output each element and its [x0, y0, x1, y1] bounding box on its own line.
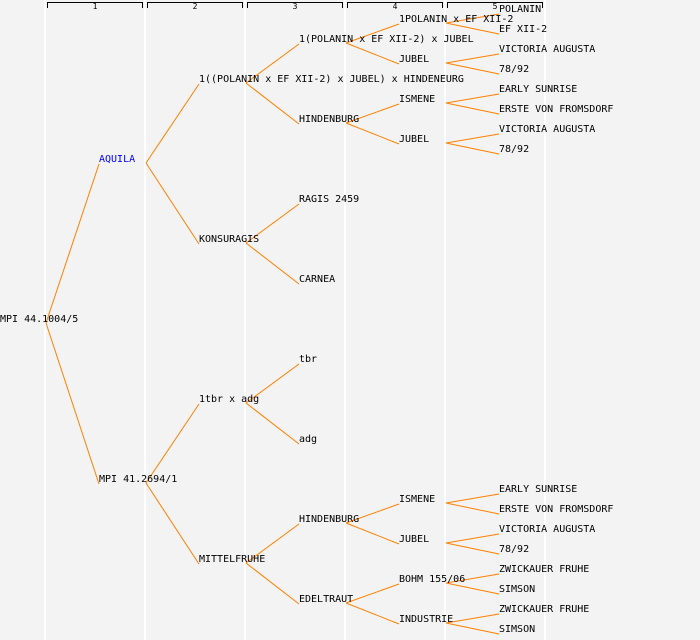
pedigree-connector: [245, 523, 300, 564]
pedigree-name: JUBEL: [399, 54, 430, 65]
pedigree-name: VICTORIA AUGUSTA: [499, 44, 596, 55]
generation-number: 3: [292, 2, 298, 11]
pedigree-connector: [445, 542, 500, 555]
pedigree-name: VICTORIA AUGUSTA: [499, 124, 596, 135]
pedigree-connector: [445, 533, 500, 544]
pedigree-connector: [445, 13, 500, 24]
pedigree-connector: [145, 83, 200, 164]
pedigree-connector: [445, 573, 500, 584]
pedigree-name: RAGIS 2459: [299, 194, 360, 205]
pedigree-name: ERSTE VON FROMSDORF: [499, 104, 614, 115]
pedigree-connector: [445, 613, 500, 624]
pedigree-connector: [245, 402, 300, 445]
pedigree-name: BOHM 155/06: [399, 574, 466, 585]
pedigree-name: EF XII-2: [499, 24, 548, 35]
pedigree-connector: [345, 103, 400, 124]
pedigree-name: 78/92: [499, 144, 530, 155]
pedigree-link[interactable]: AQUILA: [99, 154, 136, 165]
pedigree-name: CARNEA: [299, 274, 336, 285]
generation-number: 2: [192, 2, 198, 11]
pedigree-connector: [245, 82, 300, 125]
column-separator: [444, 0, 446, 640]
pedigree-name: HINDENBURG: [299, 514, 360, 525]
generation-number: 4: [392, 2, 398, 11]
column-separator: [544, 0, 546, 640]
column-separator: [44, 0, 46, 640]
pedigree-connector: [345, 23, 400, 44]
generation-bracket: [47, 2, 143, 8]
pedigree-name: MPI 44.1004/5: [0, 314, 79, 325]
pedigree-name: 78/92: [499, 64, 530, 75]
pedigree-name: INDUSTRIE: [399, 614, 454, 625]
generation-bracket: [447, 2, 543, 8]
pedigree-name: MPI 41.2694/1: [99, 474, 178, 485]
pedigree-connector: [445, 102, 500, 115]
pedigree-name: tbr: [299, 354, 318, 365]
pedigree-name: 1POLANIN x EF XII-2: [399, 14, 514, 25]
pedigree-name: SIMSON: [499, 584, 536, 595]
pedigree-connector: [445, 53, 500, 64]
column-separator: [244, 0, 246, 640]
pedigree-name: POLANIN: [499, 4, 542, 15]
generation-bracket: [347, 2, 443, 8]
pedigree-name: EARLY SUNRISE: [499, 84, 578, 95]
pedigree-name: 78/92: [499, 544, 530, 555]
pedigree-connector: [345, 122, 400, 145]
generation-bracket: [247, 2, 343, 8]
pedigree-connector: [445, 622, 500, 635]
pedigree-name: 1((POLANIN x EF XII-2) x JUBEL) x HINDEN…: [199, 74, 464, 85]
pedigree-name: VICTORIA AUGUSTA: [499, 524, 596, 535]
pedigree-connector: [245, 242, 300, 285]
pedigree-name: adg: [299, 434, 318, 445]
pedigree-name: HINDENBURG: [299, 114, 360, 125]
generation-number: 1: [92, 2, 98, 11]
pedigree-connector: [145, 482, 200, 565]
pedigree-connector: [145, 403, 200, 484]
pedigree-connector: [145, 162, 200, 245]
pedigree-name: 1tbr x adg: [199, 394, 260, 405]
pedigree-connector: [45, 322, 100, 485]
pedigree-connector: [445, 502, 500, 515]
pedigree-name: KONSURAGIS: [199, 234, 260, 245]
pedigree-name: ZWICKAUER FRUHE: [499, 564, 590, 575]
pedigree-connector: [345, 42, 400, 65]
pedigree-connector: [345, 583, 400, 604]
pedigree-name: ZWICKAUER FRUHE: [499, 604, 590, 615]
pedigree-name: ISMENE: [399, 94, 436, 105]
pedigree-name: JUBEL: [399, 134, 430, 145]
column-separator: [344, 0, 346, 640]
pedigree-connector: [245, 203, 300, 244]
pedigree-name: MITTELFRUHE: [199, 554, 266, 565]
pedigree-connector: [345, 602, 400, 625]
pedigree-connector: [445, 142, 500, 155]
pedigree-name: ISMENE: [399, 494, 436, 505]
pedigree-name: JUBEL: [399, 534, 430, 545]
pedigree-connector: [445, 133, 500, 144]
pedigree-connector: [445, 22, 500, 35]
pedigree-connector: [245, 363, 300, 404]
pedigree-name: ERSTE VON FROMSDORF: [499, 504, 614, 515]
pedigree-connector: [345, 522, 400, 545]
generation-bracket: [147, 2, 243, 8]
pedigree-connector: [445, 582, 500, 595]
column-separator: [144, 0, 146, 640]
pedigree-connector: [445, 493, 500, 504]
pedigree-connector: [45, 163, 100, 324]
pedigree-name: SIMSON: [499, 624, 536, 635]
pedigree-connector: [245, 43, 300, 84]
pedigree-name: 1(POLANIN x EF XII-2) x JUBEL: [299, 34, 474, 45]
pedigree-name: EDELTRAUT: [299, 594, 354, 605]
pedigree-connector: [445, 93, 500, 104]
pedigree-connector: [445, 62, 500, 75]
pedigree-connector: [245, 562, 300, 605]
pedigree-connector: [345, 503, 400, 524]
generation-number: 5: [492, 2, 498, 11]
pedigree-name: EARLY SUNRISE: [499, 484, 578, 495]
